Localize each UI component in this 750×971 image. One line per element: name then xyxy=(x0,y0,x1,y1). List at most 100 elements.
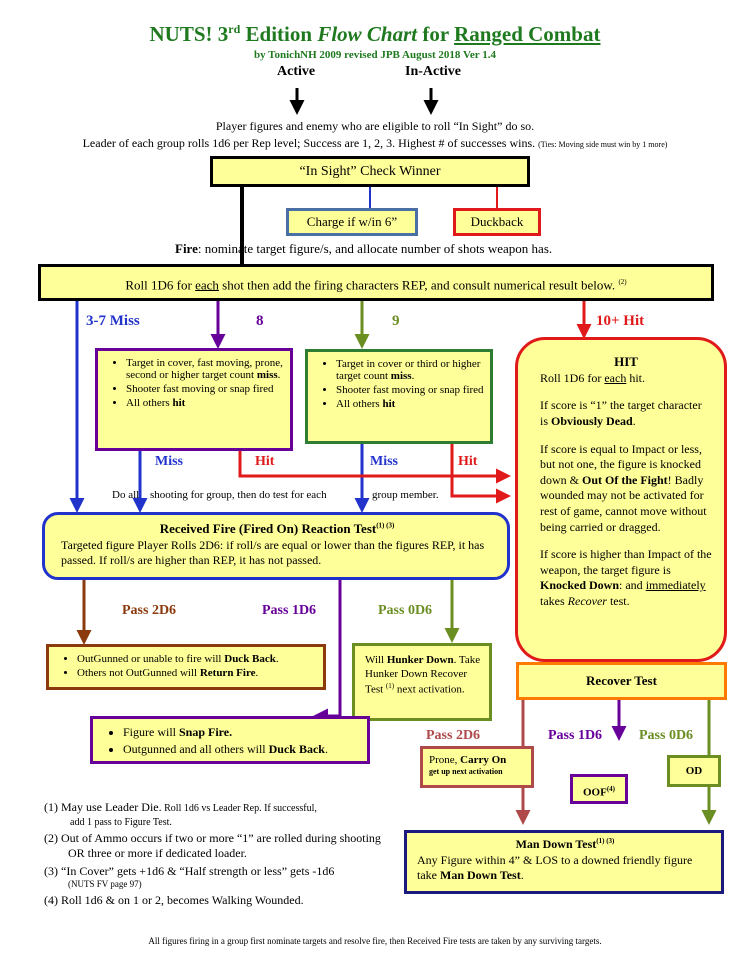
duckback-label: Duckback xyxy=(470,214,524,229)
title-part-b: Edition xyxy=(240,22,318,46)
result-9-item3-bold: hit xyxy=(382,398,396,410)
hit-p4-recover: Recover xyxy=(567,594,607,609)
roll-note: (2) xyxy=(618,278,627,286)
hunker-mid: . Take Hunker Down Recover Test xyxy=(365,654,481,696)
recover-pass2-label: Pass 2D6 xyxy=(426,728,481,743)
received-fire-body: Targeted figure Player Rolls 2D6: if rol… xyxy=(61,537,485,568)
received-fire-note: (1) (3) xyxy=(376,521,395,530)
hit-p3-post: ! Badly wounded may not be activated for… xyxy=(540,472,707,534)
fire-line: Fire: nominate target figure/s, and allo… xyxy=(175,241,552,257)
pass2-list: OutGunned or unable to fire will Duck Ba… xyxy=(59,653,317,679)
od-box: OD xyxy=(667,755,721,787)
result-9-item2-text: Shooter fast moving or snap fired xyxy=(336,384,484,396)
result-9-item3-text: All others xyxy=(336,398,383,410)
hit-p4-immediately: immediately xyxy=(645,578,706,593)
snap-i2-bold: Duck Back xyxy=(268,742,325,756)
hit-p4-mid2: takes xyxy=(540,594,568,609)
title-flow-chart: Flow Chart xyxy=(317,22,418,46)
result-8-item: Shooter fast moving or snap fired xyxy=(126,383,284,395)
in-sight-label: “In Sight” Check Winner xyxy=(299,164,441,179)
active-label: Active xyxy=(277,64,316,79)
result-8-item1-bold: miss xyxy=(256,369,278,381)
pass2-i1-bold: Duck Back xyxy=(224,653,276,665)
pass2-box: OutGunned or unable to fire will Duck Ba… xyxy=(46,644,326,690)
snap-i1-text: Figure will xyxy=(123,725,179,739)
result-8-item3-text: All others xyxy=(126,397,173,409)
snap-i2-text: Outgunned and all others will xyxy=(123,742,269,756)
hit-box: HIT Roll 1D6 for each hit. If score is “… xyxy=(515,337,727,662)
result-8-item: Target in cover, fast moving, prone, sec… xyxy=(126,357,284,381)
footnote-4: (4) Roll 1d6 & on 1 or 2, becomes Walkin… xyxy=(44,893,304,908)
man-down-box: Man Down Test(1) (3) Any Figure within 4… xyxy=(404,830,724,894)
result-9-item1-post: . xyxy=(411,370,415,382)
snap-fire-box: Figure will Snap Fire. Outgunned and all… xyxy=(90,716,370,764)
title-part-d: for xyxy=(417,22,455,46)
hit-p1-each: each xyxy=(604,370,627,385)
man-down-title: Man Down Test(1) (3) xyxy=(417,837,713,853)
roll-each: each xyxy=(195,277,219,293)
snap-i2-post: . xyxy=(324,742,328,756)
intro-line-2-text: Leader of each group rolls 1d6 per Rep l… xyxy=(82,136,536,150)
pass2-i1-text: OutGunned or unable to fire will xyxy=(77,653,225,665)
insight-branch-lines xyxy=(369,185,498,210)
pass2-i2-bold: Return Fire xyxy=(199,667,256,679)
footnote-1-a: (1) May use Leader Die. xyxy=(44,800,162,814)
hunker-note: (1) xyxy=(385,681,395,690)
hit-p2-bold: Obviously Dead xyxy=(551,414,633,429)
roll-pre: Roll 1D6 for xyxy=(125,277,196,293)
result-9-item1-bold: miss xyxy=(390,370,412,382)
pass2-label: Pass 2D6 xyxy=(122,603,177,618)
hit-box-title: HIT xyxy=(614,354,638,369)
result-9-item1-text: Target in cover or third or higher targe… xyxy=(336,358,481,382)
result-8-label: 8 xyxy=(256,313,264,329)
hit-label-8: Hit xyxy=(255,454,275,469)
hit-p2-post: . xyxy=(632,414,636,429)
carry-bold: Carry On xyxy=(460,754,507,766)
man-down-title-text: Man Down Test xyxy=(515,837,597,851)
roll-box: Roll 1D6 for each shot then add the firi… xyxy=(38,264,714,301)
fire-bold: Fire xyxy=(175,241,198,256)
fire-rest: : nominate target figure/s, and allocate… xyxy=(197,241,553,256)
hunker-pre: Will xyxy=(365,654,387,666)
hit-p4-bold: Knocked Down xyxy=(540,578,620,593)
pass2-i1-post: . xyxy=(275,653,279,665)
do-all-c: group member. xyxy=(372,489,439,501)
title-part-a: NUTS! 3 xyxy=(149,22,229,46)
miss-label-8: Miss xyxy=(155,454,183,469)
hunker-post: next activation. xyxy=(396,683,465,696)
recover-pass0-label: Pass 0D6 xyxy=(639,728,694,743)
tie-note: (Ties: Moving side must win by 1 more) xyxy=(538,140,668,149)
result-8-item2-text: Shooter fast moving or snap fired xyxy=(126,383,274,395)
snap-item: Outgunned and all others will Duck Back. xyxy=(123,742,361,757)
result-9-item: Target in cover or third or higher targe… xyxy=(336,358,484,382)
arrow-8-hit xyxy=(238,451,511,484)
pass2-i2-post: . xyxy=(255,667,259,679)
footnote-3: (3) “In Cover” gets +1d6 & “Half strengt… xyxy=(44,864,389,891)
snap-item: Figure will Snap Fire. xyxy=(123,725,361,740)
bottom-note: All figures firing in a group first nomi… xyxy=(148,936,602,946)
result-9-box: Target in cover or third or higher targe… xyxy=(305,349,493,444)
hit-p2-text: If score is “1” the target character is xyxy=(540,398,702,429)
od-label: OD xyxy=(685,765,703,777)
pass2-item: OutGunned or unable to fire will Duck Ba… xyxy=(77,653,317,665)
hit-p1-text: Roll 1D6 for xyxy=(540,370,605,385)
man-down-bold: Man Down Test xyxy=(440,868,521,883)
oof-box: OOF(4) xyxy=(570,774,628,804)
miss-label-9: Miss xyxy=(370,454,398,469)
byline: by TonichNH 2009 revised JPB August 2018… xyxy=(254,49,496,61)
footnote-3-text: (3) “In Cover” gets +1d6 & “Half strengt… xyxy=(44,863,335,878)
hit-box-p3: If score is equal to Impact or less, but… xyxy=(540,442,712,536)
hit-box-p2: If score is “1” the target character is … xyxy=(540,398,712,429)
roll-post: shot then add the firing characters REP,… xyxy=(218,277,616,293)
footnote-1: (1) May use Leader Die. Roll 1d6 vs Lead… xyxy=(44,800,389,829)
hit-p4-text: If score is higher than Impact of the we… xyxy=(540,547,712,577)
result-hit10-label: 10+ Hit xyxy=(596,313,645,329)
footnote-2: (2) Out of Ammo occurs if two or more “1… xyxy=(44,830,381,861)
page-title: NUTS! 3rd Edition Flow Chart for Ranged … xyxy=(0,22,750,47)
title-ranged-combat: Ranged Combat xyxy=(454,22,601,46)
pass2-item: Others not OutGunned will Return Fire. xyxy=(77,667,317,679)
result-9-item: Shooter fast moving or snap fired xyxy=(336,384,484,396)
hit-box-p1: Roll 1D6 for each hit. xyxy=(540,371,712,387)
snap-list: Figure will Snap Fire. Outgunned and all… xyxy=(105,725,361,757)
recover-pass1-label: Pass 1D6 xyxy=(548,728,603,743)
